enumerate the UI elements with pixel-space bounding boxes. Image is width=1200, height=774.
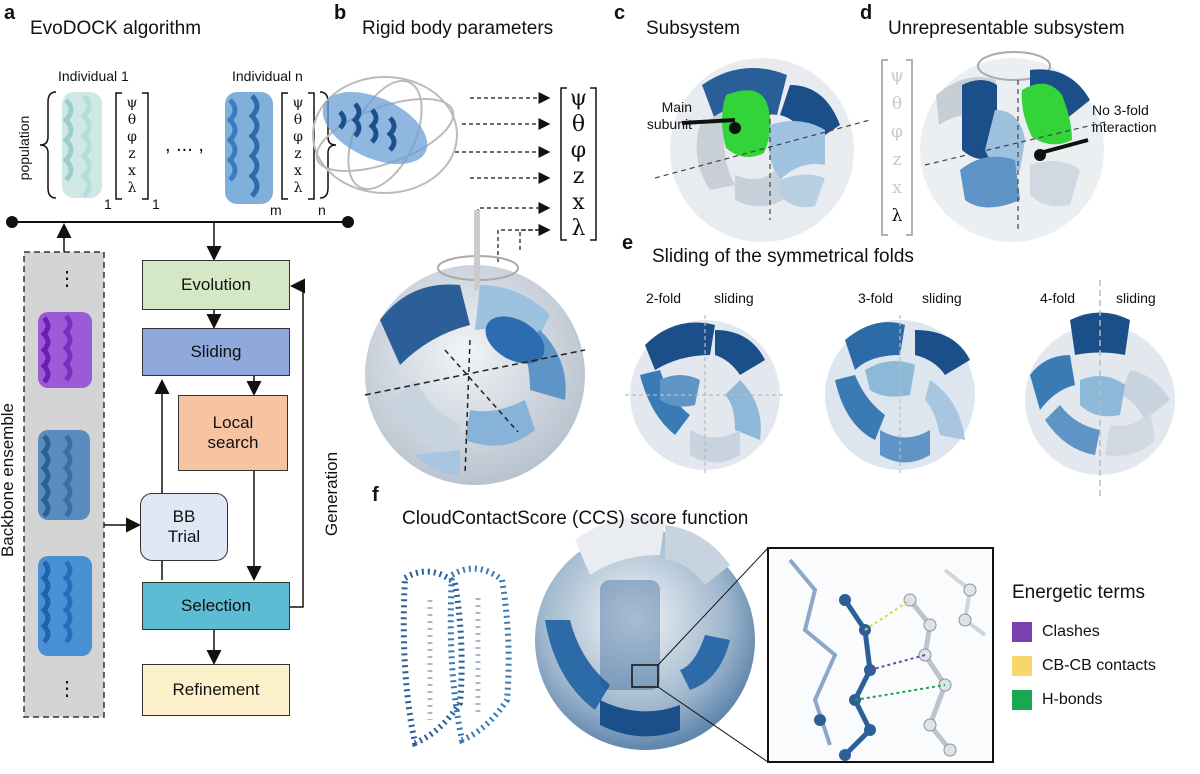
cb-cb-swatch: [1012, 656, 1032, 676]
panel-b-title: Rigid body parameters: [362, 18, 554, 39]
unrepresentable-model: [920, 51, 1106, 242]
param-phi: φ: [891, 122, 903, 142]
fold-4-sliding-label: sliding: [1116, 290, 1156, 306]
rotation-sphere: [312, 76, 458, 194]
energetic-terms-title: Energetic terms: [1012, 582, 1146, 603]
param-z: z: [572, 164, 585, 189]
fold-2-sliding-label: sliding: [714, 290, 754, 306]
panel-a-title: EvoDOCK algorithm: [30, 18, 202, 39]
ensemble-blue-structure-1: [38, 430, 90, 520]
individual1-label: Individual 1: [58, 68, 129, 84]
main-subunit-callout: Main subunit: [646, 99, 692, 132]
individualn-structure-icon: [225, 92, 273, 204]
param-z: z: [128, 146, 136, 162]
param-phi: φ: [293, 129, 303, 145]
subsystem-model: [654, 58, 871, 242]
individual1-param-vector: ψ θ φ z x λ: [122, 95, 142, 197]
param-theta: θ: [891, 94, 903, 114]
ensemble-dots-top: ⋮: [57, 268, 77, 290]
param-theta: θ: [127, 112, 137, 128]
evolution-box: Evolution: [142, 260, 290, 310]
refinement-box: Refinement: [142, 664, 290, 716]
fold-3-sliding-label: sliding: [922, 290, 962, 306]
hbonds-swatch: [1012, 690, 1032, 710]
bb-trial-box: BB Trial: [140, 493, 228, 561]
param-phi: φ: [570, 138, 587, 163]
param-lambda: λ: [127, 180, 137, 196]
unrepresentable-param-vector: ψ θ φ z x λ: [888, 62, 906, 230]
param-theta: θ: [571, 112, 586, 137]
ensemble-blue-structure-2: [38, 556, 92, 656]
generation-label: Generation: [322, 451, 341, 537]
subscript-n: n: [318, 202, 326, 218]
param-psi: ψ: [292, 95, 304, 111]
fold-3-model: [825, 315, 975, 475]
panel-c-title: Subsystem: [646, 18, 740, 39]
fold-4-model: [1025, 280, 1175, 500]
ensemble-purple-structure: [38, 312, 92, 388]
individualn-param-vector: ψ θ φ z x λ: [288, 95, 308, 197]
panel-letter-e: e: [622, 232, 634, 254]
subscript-1a: 1: [104, 196, 112, 212]
fold-2-model: [625, 315, 785, 475]
subscript-m: m: [270, 202, 282, 218]
sliding-box: Sliding: [142, 328, 290, 376]
param-psi: ψ: [126, 95, 138, 111]
param-psi: ψ: [569, 86, 588, 111]
rigid-body-param-vector: ψ θ φ z x λ: [567, 86, 590, 242]
panel-d-title: Unrepresentable subsystem: [888, 18, 1125, 39]
param-lambda: λ: [571, 216, 586, 241]
param-z: z: [892, 150, 902, 170]
selection-box: Selection: [142, 582, 290, 630]
backbone-ensemble-label: Backbone ensemble: [0, 402, 17, 558]
param-lambda: λ: [293, 180, 303, 196]
ccs-capsid-model: [535, 517, 769, 763]
population-label: population: [16, 115, 32, 181]
clashes-label: Clashes: [1042, 623, 1100, 640]
ensemble-dots-bottom: ⋮: [57, 678, 77, 700]
point-cloud: [400, 565, 512, 748]
cb-cb-label: CB-CB contacts: [1042, 657, 1156, 674]
param-x: x: [892, 178, 902, 198]
capsid-model-b: [364, 210, 586, 485]
panel-letter-a: a: [4, 2, 16, 24]
param-x: x: [572, 190, 585, 215]
param-psi: ψ: [890, 66, 904, 86]
contact-zoom-inset: [767, 547, 994, 763]
local-search-box: Local search: [178, 395, 288, 471]
hbonds-label: H-bonds: [1042, 691, 1103, 708]
fold-2-label: 2-fold: [646, 290, 682, 306]
param-theta: θ: [293, 112, 303, 128]
subscript-1b: 1: [152, 196, 160, 212]
panel-letter-c: c: [614, 2, 626, 24]
param-x: x: [294, 163, 302, 179]
param-lambda: λ: [891, 206, 903, 226]
clashes-swatch: [1012, 622, 1032, 642]
param-z: z: [294, 146, 302, 162]
panel-e-title: Sliding of the symmetrical folds: [652, 246, 914, 267]
no-3-fold-callout: No 3-fold interaction: [1092, 102, 1157, 135]
individualn-label: Individual n: [232, 68, 303, 84]
panel-letter-b: b: [334, 2, 347, 24]
panel-letter-f: f: [372, 484, 379, 506]
fold-4-label: 4-fold: [1040, 290, 1076, 306]
individual1-structure-icon: [62, 92, 102, 198]
fold-3-label: 3-fold: [858, 290, 894, 306]
panel-f-title: CloudContactScore (CCS) score function: [402, 508, 749, 529]
population-ellipsis: , ... ,: [165, 134, 204, 156]
param-phi: φ: [127, 129, 137, 145]
param-x: x: [128, 163, 136, 179]
panel-letter-d: d: [860, 2, 873, 24]
